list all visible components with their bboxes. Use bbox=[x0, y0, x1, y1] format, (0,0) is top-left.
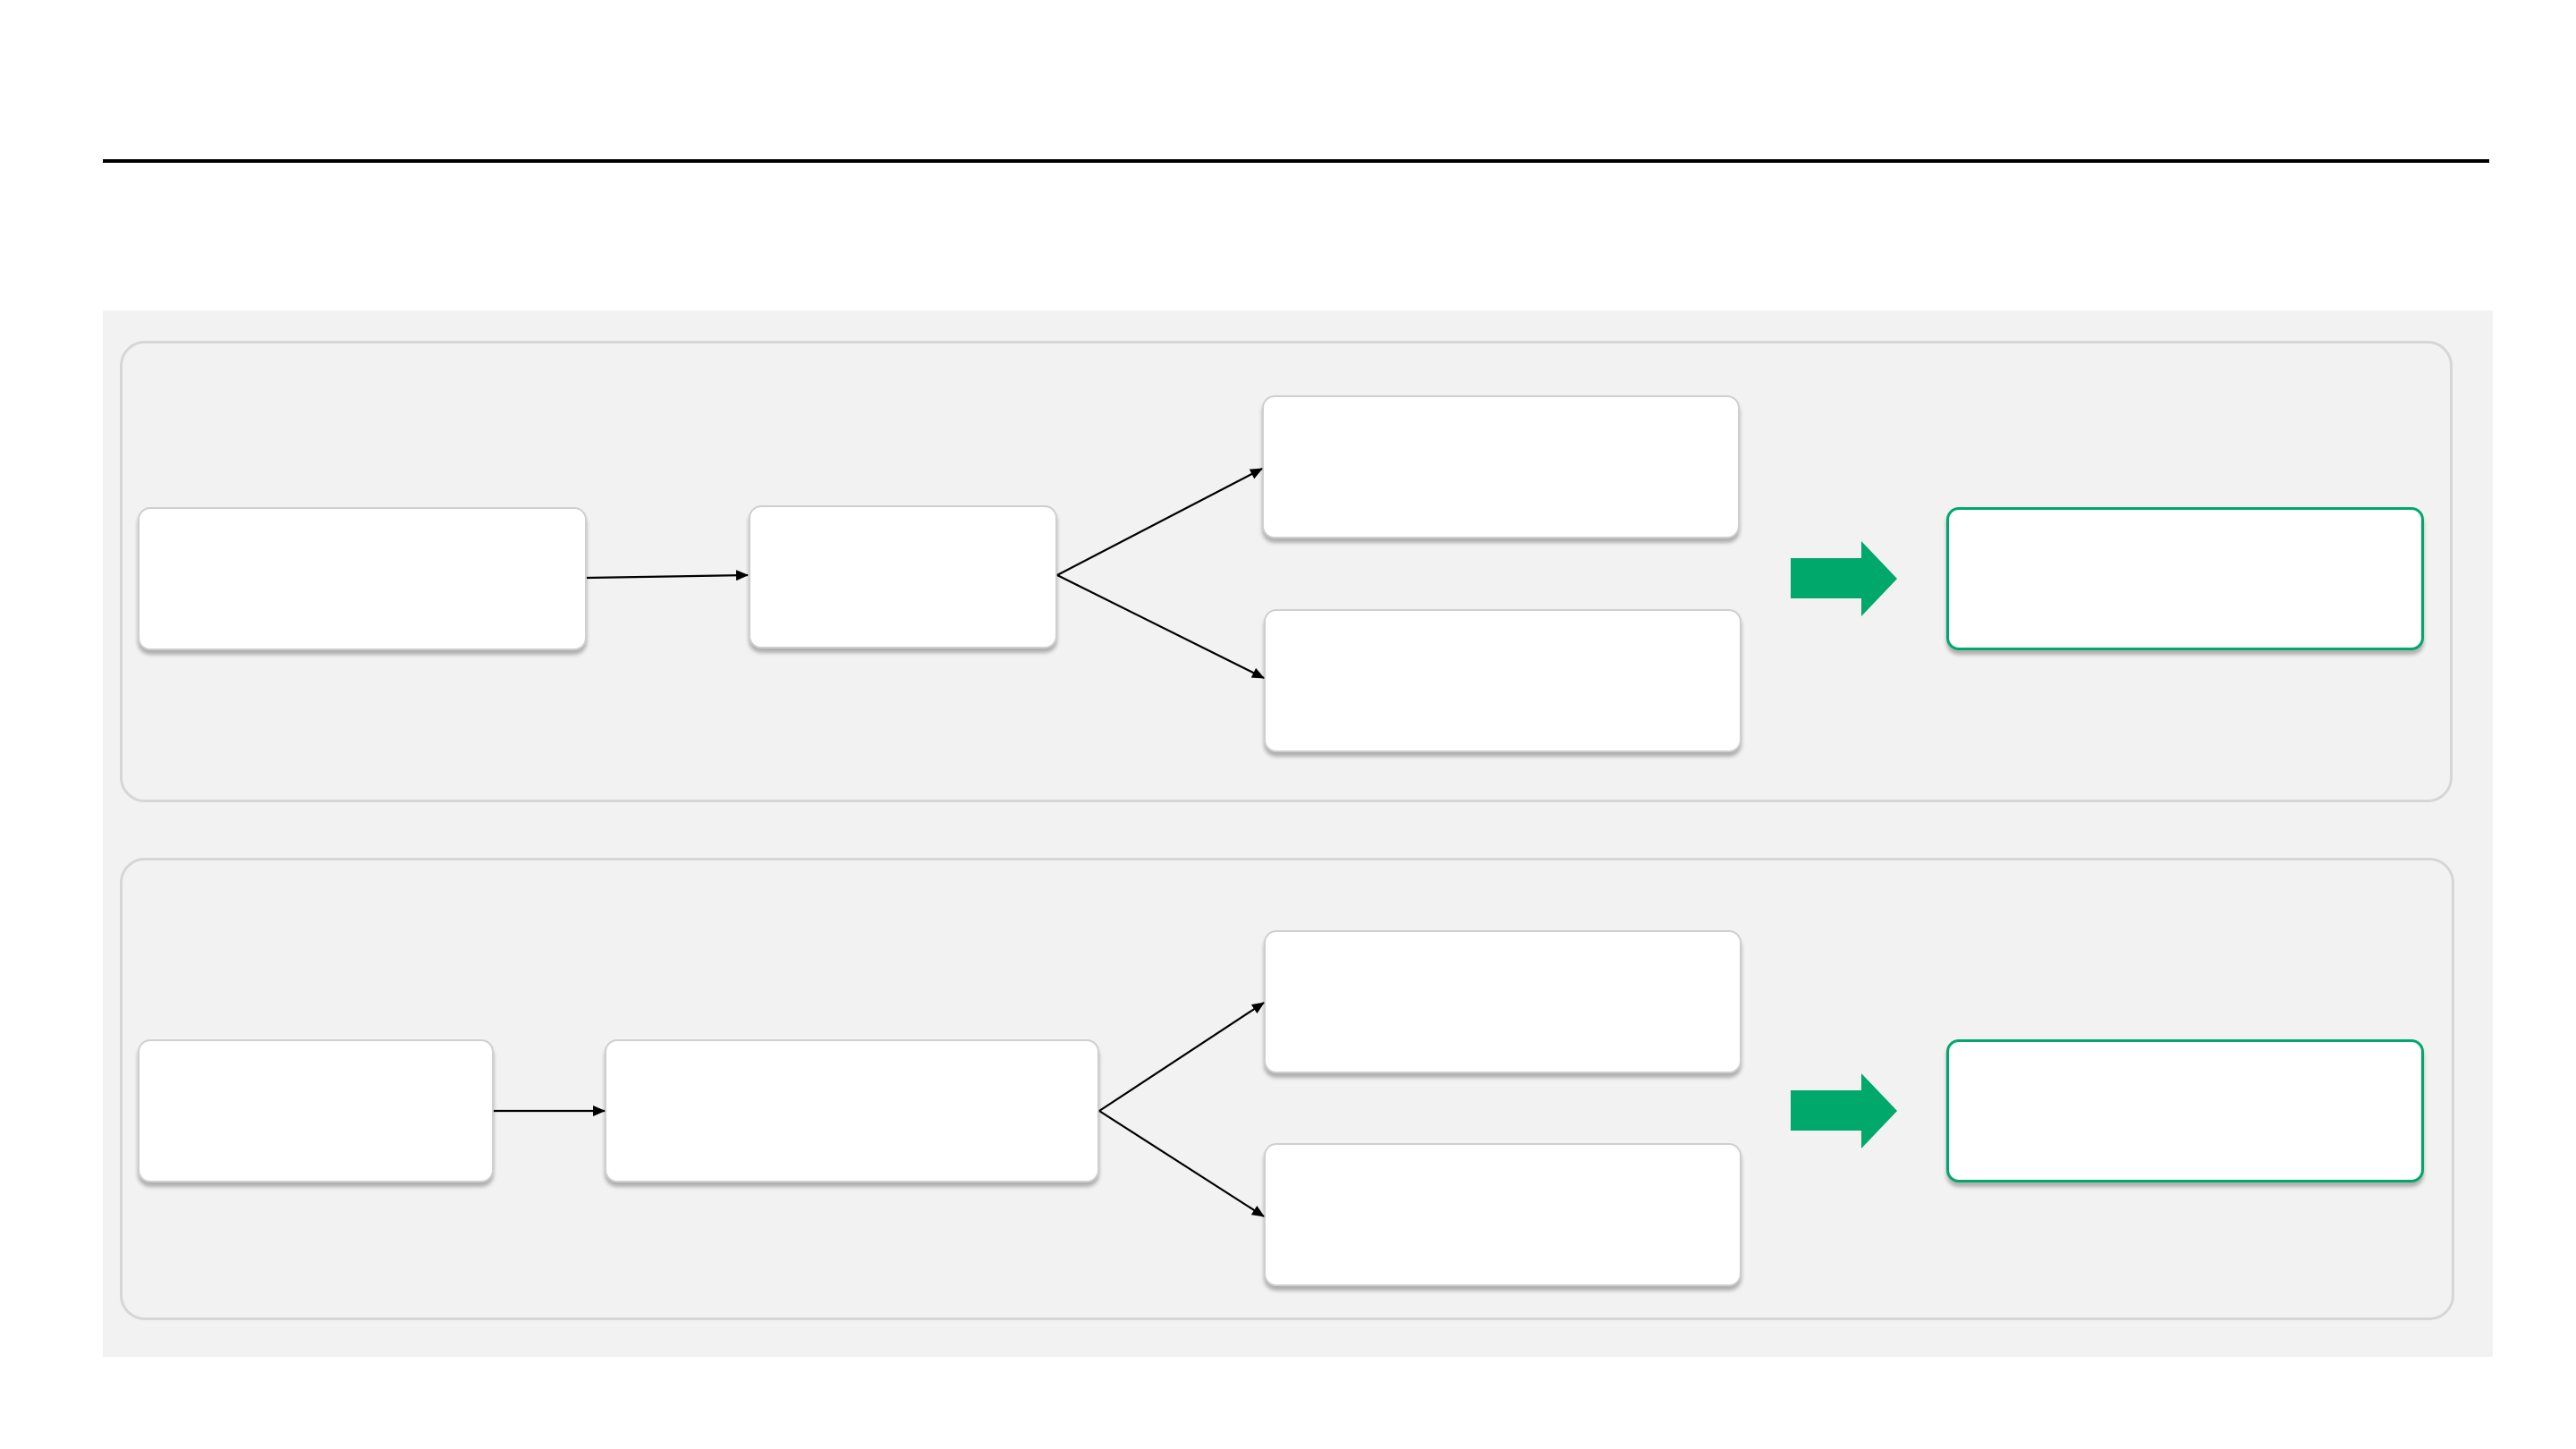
row-2-branch-bottom-node bbox=[1264, 1143, 1741, 1286]
row-2-start-node bbox=[138, 1039, 494, 1182]
row-1-outcome-node bbox=[1946, 507, 2424, 650]
row-1-branch-bottom-node bbox=[1264, 609, 1741, 752]
row-2-branch-top-node bbox=[1264, 930, 1741, 1073]
title-divider bbox=[103, 159, 2489, 163]
row-2-outcome-node bbox=[1946, 1039, 2424, 1182]
row-1-branch-top-node bbox=[1262, 395, 1740, 538]
row-1-middle-node bbox=[749, 505, 1057, 648]
row-2-middle-node bbox=[605, 1039, 1099, 1182]
row-1-start-node bbox=[138, 507, 587, 650]
